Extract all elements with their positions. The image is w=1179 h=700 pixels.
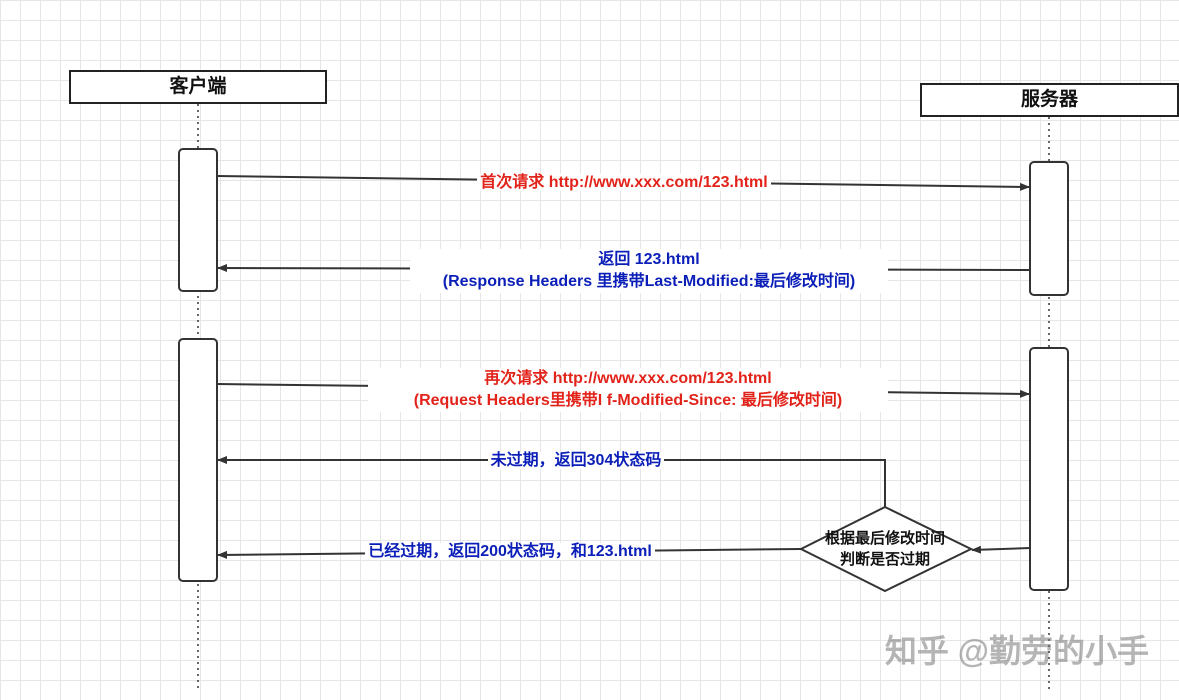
response-label: 返回 123.html (Response Headers 里携带Last-Mo… [410,249,888,293]
server-activation-1 [1029,161,1069,296]
not-expired-arrow [217,456,886,507]
decision-diamond [798,505,974,593]
expired-label: 已经过期，返回200状态码，和123.html [342,541,678,563]
watermark: 知乎 @勤劳的小手 [884,633,1149,669]
decision-label-line2: 判断是否过期 [839,551,930,568]
server-actor-label: 服务器 [1020,89,1078,110]
first-request-label: 首次请求 http://www.xxx.com/123.html [444,172,804,194]
client-actor-box: 客户端 [69,70,327,104]
client-actor-label: 客户端 [169,76,227,97]
second-request-label-line2: (Request Headers里携带I f-Modified-Since: 最… [413,392,843,409]
server-actor-box: 服务器 [920,83,1179,117]
decision-label-line1: 根据最后修改时间 [824,530,945,547]
second-request-label: 再次请求 http://www.xxx.com/123.html (Reques… [368,368,888,412]
second-request-label-line1: 再次请求 http://www.xxx.com/123.html [484,370,772,387]
server-activation-2 [1029,347,1069,591]
client-activation-1 [178,148,218,292]
response-label-line1: 返回 123.html [598,251,700,268]
server-to-decision-arrow [971,545,1031,554]
response-label-line2: (Response Headers 里携带Last-Modified:最后修改时… [442,273,856,290]
not-expired-label: 未过期，返回304状态码 [474,450,678,472]
client-activation-2 [178,338,218,582]
decision-label: 根据最后修改时间 判断是否过期 [805,528,965,570]
